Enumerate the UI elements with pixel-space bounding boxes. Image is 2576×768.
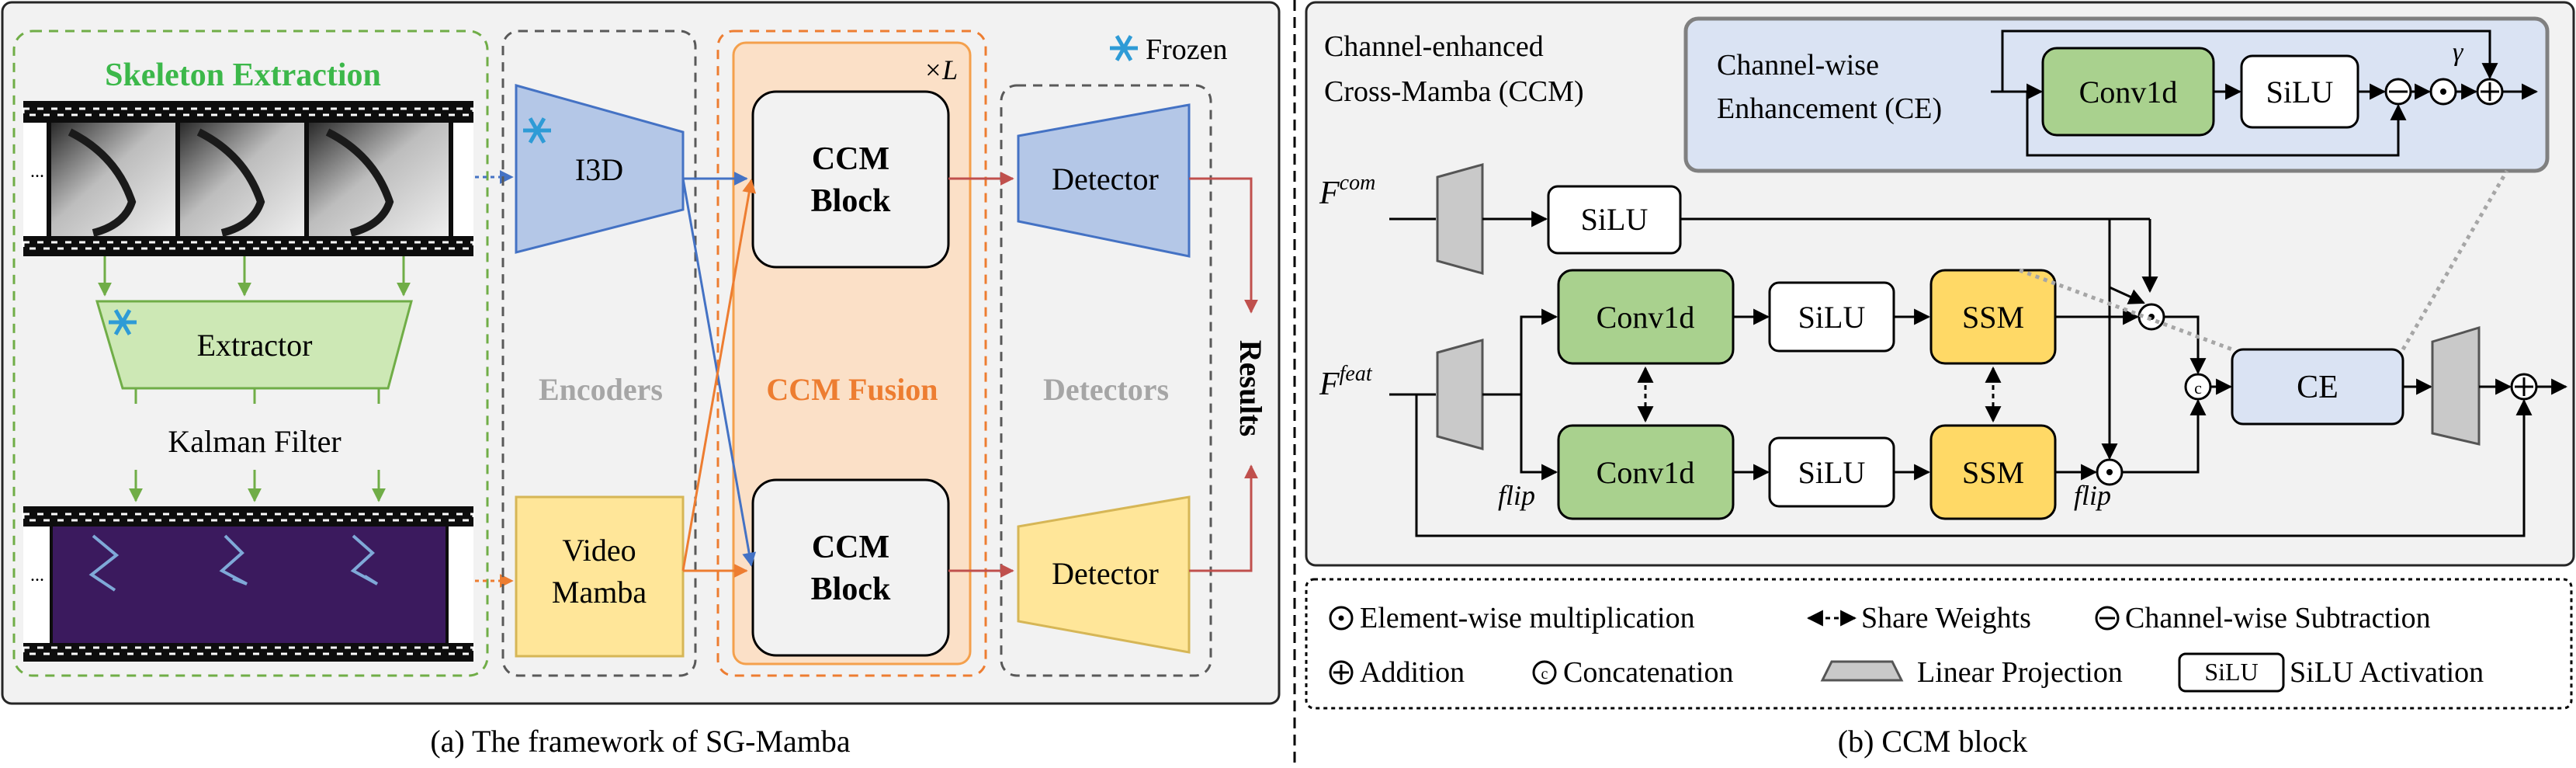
conv1d-top-label: Conv1d (1597, 300, 1695, 335)
ce-block-label: CE (2297, 370, 2339, 405)
video-frame-2 (180, 123, 304, 236)
flip-label-right: flip (2074, 480, 2111, 511)
ssm-bottom-label: SSM (1962, 455, 2024, 490)
caption-b: (b) CCM block (1838, 724, 2027, 759)
f-feat-label: Ffeat (1319, 362, 1373, 402)
legend-silu-activation: SiLU Activation (2290, 656, 2484, 689)
f-com-sup: com (1340, 171, 1376, 195)
repeat-label: ×L (924, 54, 958, 85)
ccm-block-top-label-2: Block (811, 183, 891, 219)
f-feat-base: F (1319, 367, 1340, 402)
legend-projection-icon (1820, 660, 1904, 682)
ce-silu-label: SiLU (2266, 75, 2334, 109)
video-mamba-encoder (515, 495, 685, 658)
extractor-label: Extractor (197, 328, 313, 363)
ccm-block-top (751, 90, 950, 269)
detector-bottom-label: Detector (1052, 556, 1159, 591)
legend-linear-projection: Linear Projection (1917, 656, 2123, 689)
detectors-label: Detectors (1043, 372, 1169, 407)
frozen-label: Frozen (1146, 33, 1228, 66)
detectors-region (1000, 84, 1212, 677)
ccm-block-bottom (751, 478, 950, 657)
ssm-top-label: SSM (1962, 300, 2024, 335)
f-com-base: F (1319, 175, 1340, 211)
gamma-label: γ (2453, 38, 2464, 67)
legend-concat-glyph: c (1541, 665, 1548, 683)
detector-bottom (1017, 495, 1191, 654)
f-com-label: Fcom (1319, 171, 1375, 211)
ce-title-line2: Enhancement (CE) (1717, 92, 1942, 125)
silu-bottom-label: SiLU (1798, 455, 1866, 490)
legend-silu-icon (2178, 652, 2285, 693)
skeleton-extraction-region (12, 30, 489, 677)
ccm-fusion-outer-region (716, 30, 987, 677)
legend-concatenation: Concatenation (1563, 656, 1733, 689)
encoders-region (501, 30, 697, 677)
legend-element-wise: Element-wise multiplication (1360, 602, 1695, 634)
ccm-block-bottom-label-1: CCM (812, 530, 889, 565)
legend-channel-subtraction: Channel-wise Subtraction (2125, 602, 2431, 634)
detector-top (1017, 103, 1191, 258)
skeleton-ellipsis: ... (30, 565, 44, 586)
legend-concat-icon (1532, 660, 1557, 685)
f-feat-sup: feat (1340, 362, 1373, 386)
caption-a: (a) The framework of SG-Mamba (430, 724, 851, 759)
ccm-fusion-label: CCM Fusion (766, 372, 938, 407)
conv1d-bottom-label: Conv1d (1597, 455, 1695, 490)
silu-com-label: SiLU (1581, 202, 1649, 237)
projection-feat (1436, 339, 1484, 450)
legend-addition: Addition (1360, 656, 1465, 689)
video-frames-strip (22, 101, 475, 256)
video-mamba-label-1: Video (562, 533, 636, 568)
silu-top-label: SiLU (1798, 300, 1866, 335)
legend-silu-box-label: SiLU (2204, 658, 2258, 686)
kalman-filter-label: Kalman Filter (168, 424, 341, 459)
flip-label-left: flip (1498, 480, 1535, 511)
concat-glyph: c (2194, 378, 2202, 398)
ce-title-line1: Channel-wise (1717, 49, 1879, 82)
skeleton-frames-strip (22, 506, 475, 662)
projection-out (2431, 325, 2481, 446)
frames-ellipsis: ... (30, 162, 44, 182)
legend-box (1305, 578, 2573, 710)
i3d-encoder (515, 84, 685, 254)
video-mamba-label-2: Mamba (552, 575, 647, 610)
ccm-title-line1: Channel-enhanced (1324, 30, 1544, 63)
detector-top-label: Detector (1052, 162, 1159, 196)
video-frame-1 (51, 123, 175, 236)
i3d-label: I3D (575, 152, 623, 187)
results-label: Results (1233, 340, 1268, 436)
legend-share-weights: Share Weights (1861, 602, 2031, 634)
ccm-block-bottom-label-2: Block (811, 572, 891, 607)
projection-com (1436, 163, 1484, 275)
ccm-block-top-label-1: CCM (812, 141, 889, 177)
encoders-label: Encoders (539, 372, 663, 407)
ccm-title-line2: Cross-Mamba (CCM) (1324, 75, 1584, 108)
extractor-block (95, 300, 413, 390)
ce-conv1d-label: Conv1d (2079, 75, 2178, 109)
skeleton-extraction-title: Skeleton Extraction (105, 57, 381, 93)
